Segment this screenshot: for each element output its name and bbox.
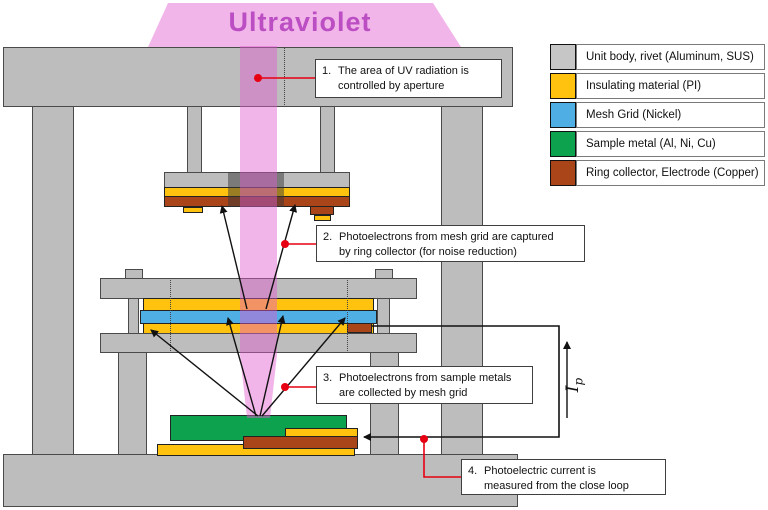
legend-swatch-mesh-grid — [550, 102, 576, 128]
current-symbol: I — [563, 385, 583, 393]
legend-row-sample-metal: Sample metal (Al, Ni, Cu) — [550, 131, 765, 157]
annotation-1-number: 1. — [322, 65, 332, 77]
photocurrent-label: Ip — [563, 364, 591, 406]
aperture-opening — [228, 172, 284, 207]
annotation-3-text: Photoelectrons from sample metals are co… — [339, 372, 512, 399]
legend-swatch-unit-body — [550, 44, 576, 70]
sample-photoelectron-arrows — [150, 315, 346, 417]
collector-foot-left — [183, 207, 203, 213]
annotation-4-number: 4. — [468, 465, 478, 477]
legend-swatch-sample-metal — [550, 131, 576, 157]
base-plate — [3, 454, 518, 507]
legend-label-ring-collector: Ring collector, Electrode (Copper) — [576, 160, 765, 186]
legend-row-insulator: Insulating material (PI) — [550, 73, 765, 99]
annotation-3: 3. Photoelectrons from sample metals are… — [316, 366, 533, 404]
annotation-1-text: The area of UV radiation is controlled b… — [338, 65, 469, 92]
sample-electrode — [243, 436, 358, 449]
annotation-4-text: Photoelectric current is measured from t… — [484, 465, 629, 492]
legend-label-insulator: Insulating material (PI) — [576, 73, 765, 99]
current-subscript: p — [571, 377, 586, 386]
legend-row-mesh-grid: Mesh Grid (Nickel) — [550, 102, 765, 128]
legend-row-ring-collector: Ring collector, Electrode (Copper) — [550, 160, 765, 186]
annotation-3-number: 3. — [323, 372, 333, 384]
annotation-1: 1. The area of UV radiation is controlle… — [315, 59, 502, 98]
legend-swatch-insulator — [550, 73, 576, 99]
mesh-bottom-bar — [100, 333, 417, 353]
left-column — [32, 106, 74, 456]
mesh-dotted-line-left — [170, 278, 171, 353]
close-loop-wire — [363, 325, 560, 441]
uv-beam-column — [240, 46, 277, 418]
collector-foot-right-copper — [310, 206, 334, 215]
annotation-2-text: Photoelectrons from mesh grid are captur… — [339, 231, 554, 258]
aperture-dotted-line — [284, 47, 285, 107]
legend-swatch-ring-collector — [550, 160, 576, 186]
legend-label-sample-metal: Sample metal (Al, Ni, Cu) — [576, 131, 765, 157]
annotation-2: 2. Photoelectrons from mesh grid are cap… — [316, 225, 585, 262]
collector-photoelectron-arrows — [219, 204, 297, 310]
annotation-pointers — [254, 74, 461, 478]
collector-foot-right-insulator — [314, 215, 331, 221]
mesh-support-left — [118, 352, 147, 455]
legend-label-mesh-grid: Mesh Grid (Nickel) — [576, 102, 765, 128]
annotation-4: 4. Photoelectric current is measured fro… — [461, 459, 666, 495]
legend: Unit body, rivet (Aluminum, SUS) Insulat… — [550, 44, 765, 186]
uv-source-trapezoid — [148, 3, 461, 47]
mesh-dotted-line-right — [347, 278, 348, 353]
legend-row-unit-body: Unit body, rivet (Aluminum, SUS) — [550, 44, 765, 70]
annotation-2-number: 2. — [323, 231, 333, 243]
uv-title: Ultraviolet — [228, 7, 372, 37]
legend-label-unit-body: Unit body, rivet (Aluminum, SUS) — [576, 44, 765, 70]
